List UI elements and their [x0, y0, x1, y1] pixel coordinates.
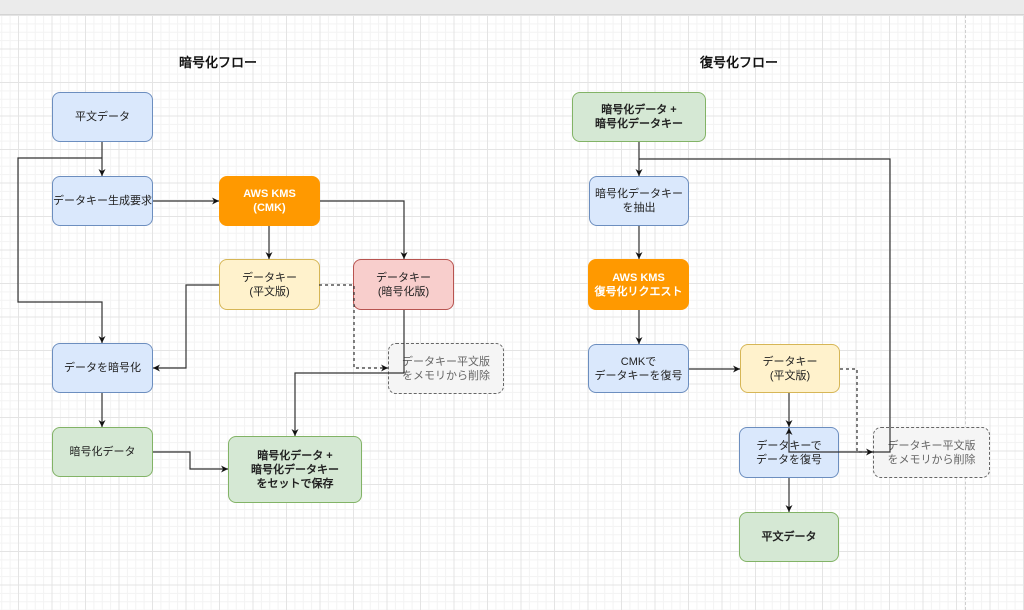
node-label: データキー平文版: [402, 355, 490, 368]
node-label: (平文版): [769, 369, 811, 382]
edge-input-to-decrypt-data[interactable]: [639, 158, 891, 453]
node-label: データを暗号化: [64, 362, 141, 374]
node-label: (暗号化版): [377, 285, 430, 298]
node-label: (平文版): [249, 285, 290, 298]
node-label: 暗号化データキー: [251, 463, 339, 476]
enc-node-aws-kms[interactable]: AWS KMS (CMK): [219, 176, 320, 226]
node-label: 暗号化データ +: [257, 449, 333, 462]
node-label: CMKで: [620, 355, 657, 368]
node-label: データキー生成要求: [53, 195, 152, 207]
edge-key-plain-to-encrypt-data[interactable]: [153, 284, 219, 372]
node-label: 暗号化データキー: [595, 118, 683, 130]
dec-node-aws-kms-decrypt[interactable]: AWS KMS 復号化リクエスト: [588, 259, 689, 310]
node-label: をセットで保存: [256, 477, 334, 490]
enc-node-encrypted-data[interactable]: 暗号化データ: [52, 427, 153, 477]
editor-toolbar: [0, 0, 1024, 15]
node-label: データキー: [376, 271, 431, 284]
dec-node-data-key-plain[interactable]: データキー (平文版): [740, 344, 840, 393]
enc-node-plaintext-data[interactable]: 平文データ: [52, 92, 153, 142]
node-label: を抽出: [622, 202, 656, 214]
dec-node-extract-key[interactable]: 暗号化データキー を抽出: [589, 176, 689, 226]
page-break-line: [965, 15, 966, 610]
edge-encrypted-data-to-store[interactable]: [153, 451, 228, 473]
node-label: をメモリから削除: [402, 369, 490, 382]
dec-node-plaintext-data[interactable]: 平文データ: [739, 512, 839, 562]
enc-node-delete-plain-key[interactable]: データキー平文版 をメモリから削除: [388, 343, 504, 394]
enc-node-encrypt-data[interactable]: データを暗号化: [52, 343, 153, 393]
node-label: 平文データ: [761, 531, 817, 543]
node-label: データキー平文版: [887, 439, 976, 452]
dec-node-delete-plain-key[interactable]: データキー平文版 をメモリから削除: [873, 427, 990, 478]
node-label: (CMK): [253, 202, 286, 214]
decryption-flow-title[interactable]: 復号化フロー: [699, 55, 778, 70]
diagram-canvas[interactable]: [0, 15, 1024, 610]
node-label: 暗号化データキー: [595, 188, 683, 200]
node-label: AWS KMS: [243, 188, 296, 200]
node-label: 暗号化データ +: [601, 104, 677, 116]
edge-plaintext-to-encrypt-data[interactable]: [17, 157, 106, 343]
node-label: 平文データ: [75, 111, 130, 123]
node-label: データキーを復号: [594, 369, 683, 382]
enc-node-store-together[interactable]: 暗号化データ + 暗号化データキー をセットで保存: [228, 436, 362, 503]
node-label: 暗号化データ: [69, 446, 136, 458]
node-label: データを復号: [756, 453, 822, 466]
enc-node-data-key-encrypted[interactable]: データキー (暗号化版): [353, 259, 454, 310]
edge-key-plain-to-delete[interactable]: [319, 284, 388, 372]
edge-key-encrypted-to-store[interactable]: [291, 310, 405, 436]
node-label: をメモリから削除: [887, 453, 976, 466]
dec-node-cmk-decrypt-key[interactable]: CMKで データキーを復号: [588, 344, 689, 393]
enc-node-generate-key-request[interactable]: データキー生成要求: [52, 176, 153, 226]
encryption-flow-title[interactable]: 暗号化フロー: [178, 55, 257, 70]
enc-node-data-key-plain[interactable]: データキー (平文版): [219, 259, 320, 310]
node-label: データキー: [762, 355, 818, 368]
dec-node-encrypted-input[interactable]: 暗号化データ + 暗号化データキー: [572, 92, 706, 142]
node-label: AWS KMS: [612, 271, 665, 284]
edge-key-plain-to-delete[interactable]: [840, 368, 873, 456]
edge-kms-to-key-encrypted[interactable]: [320, 200, 408, 259]
node-label: 復号化リクエスト: [594, 285, 683, 298]
node-label: データキー: [242, 271, 297, 284]
